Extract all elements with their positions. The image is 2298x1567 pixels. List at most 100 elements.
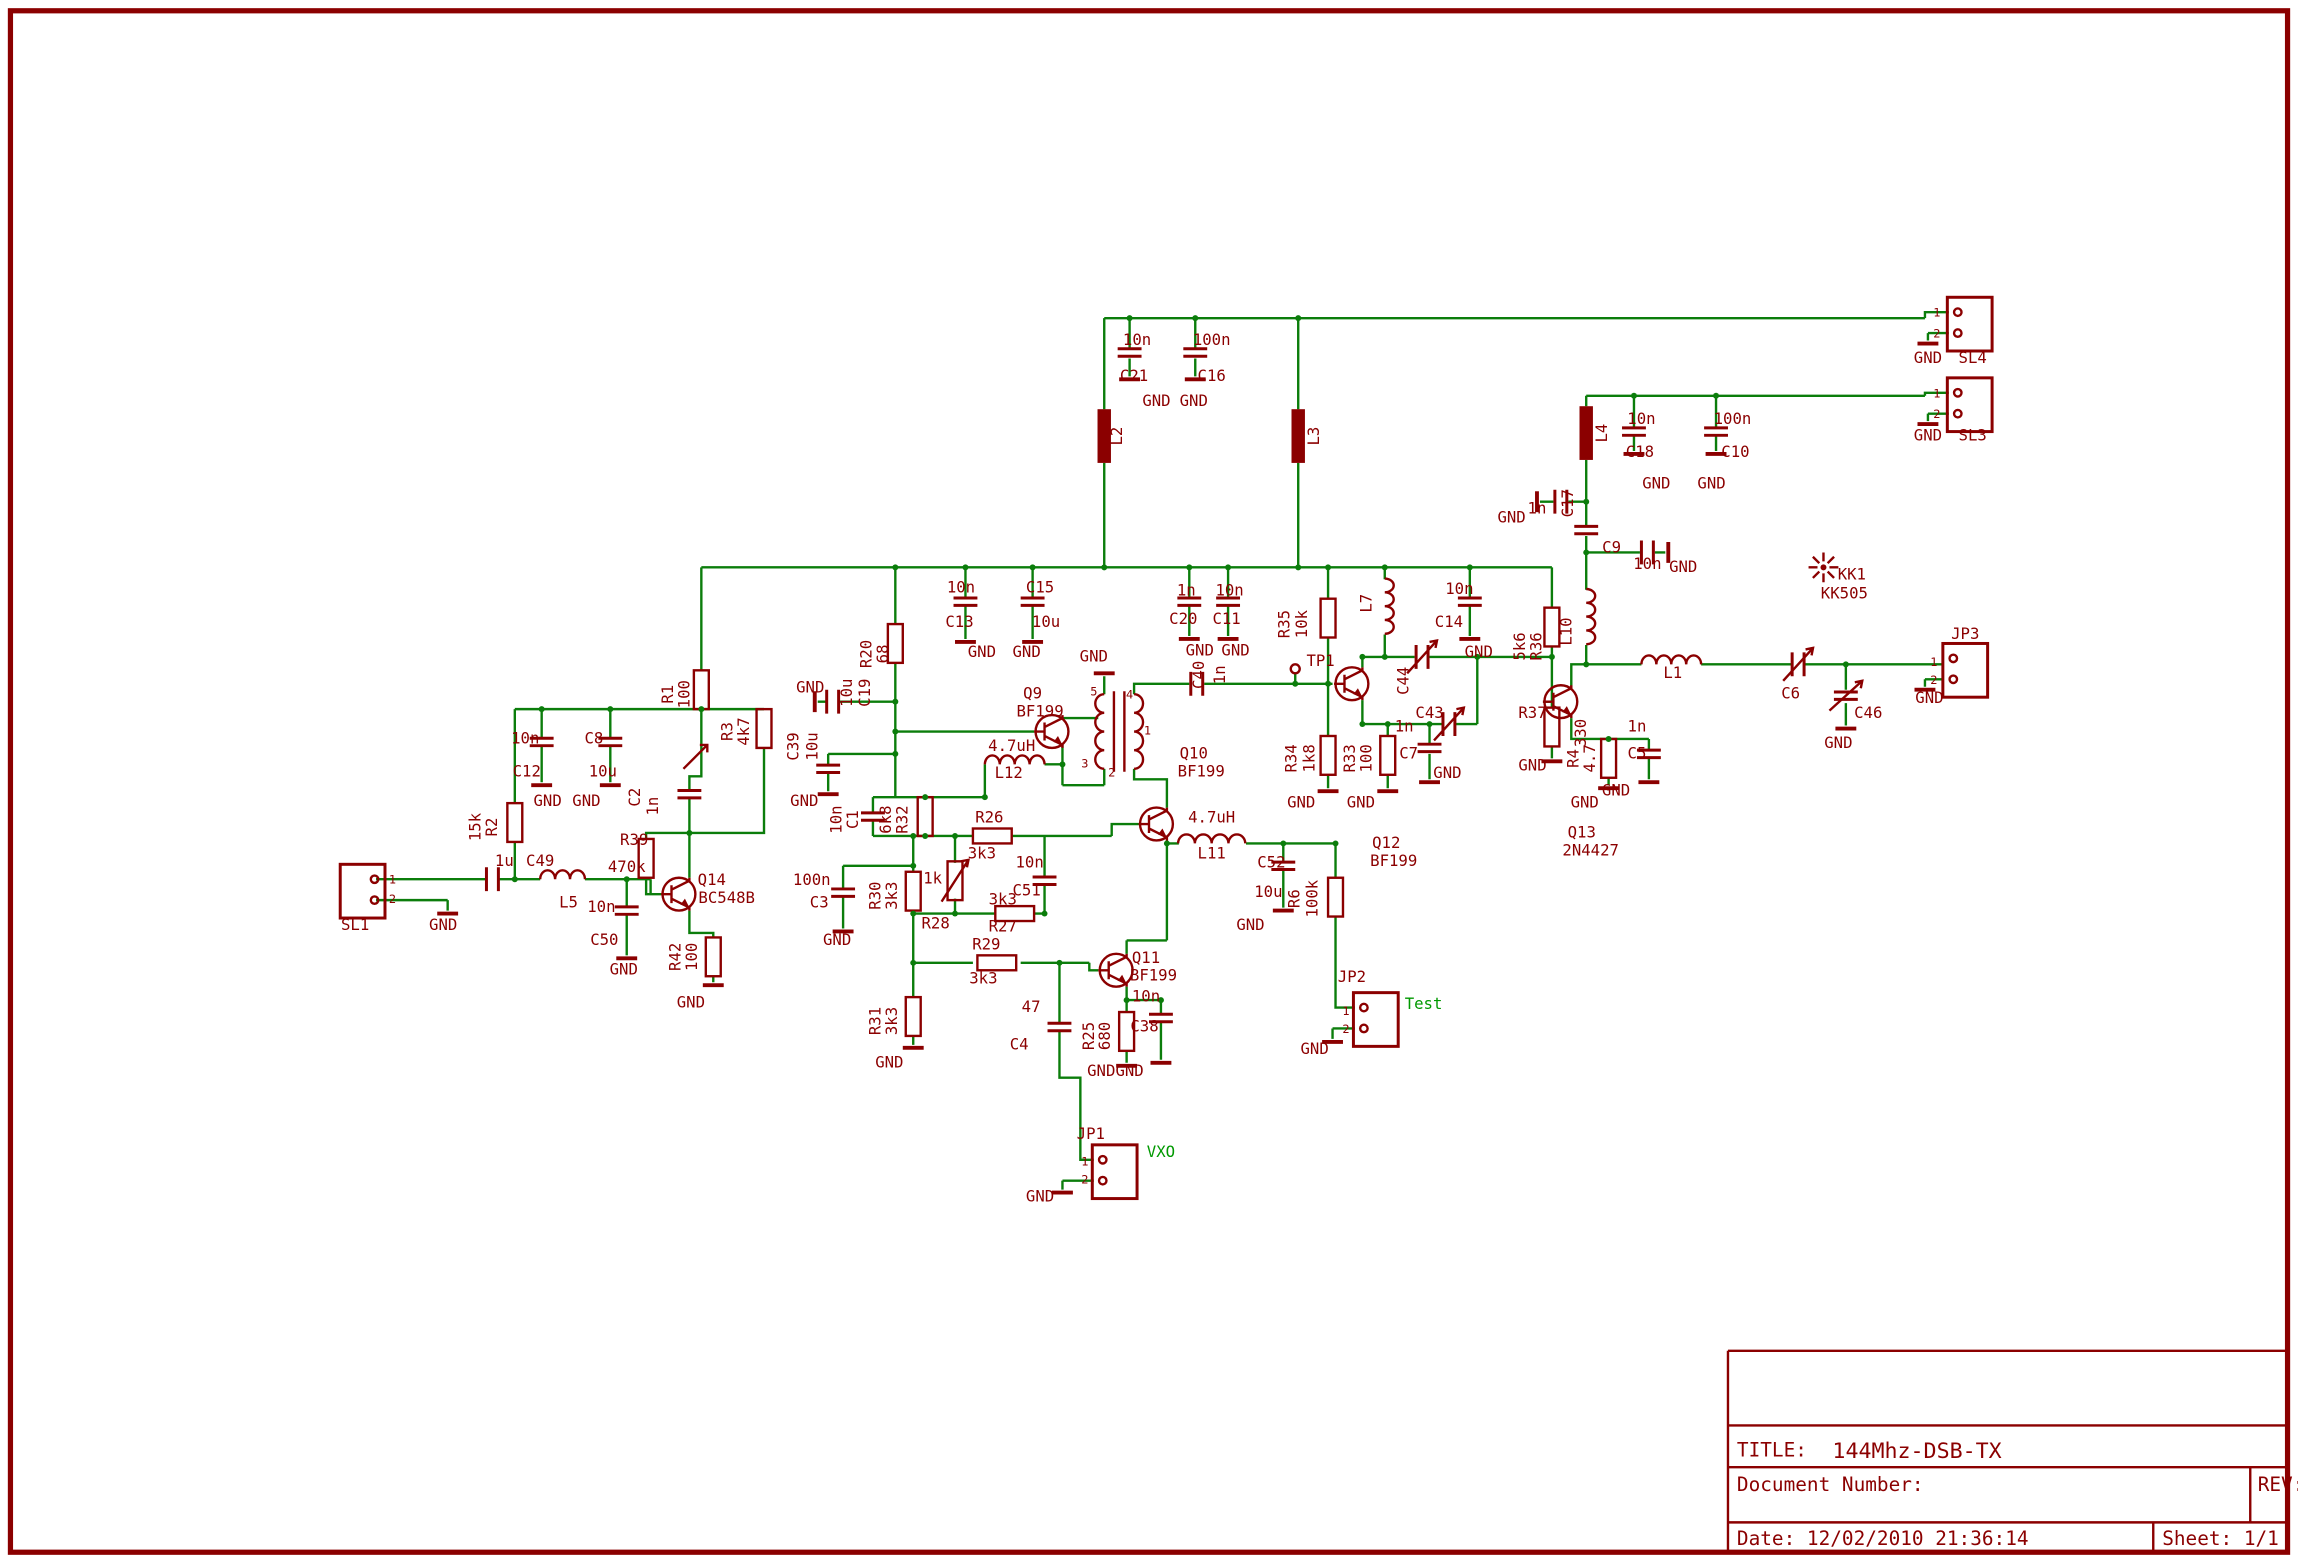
emitter-arrow-icon (1117, 974, 1127, 984)
connector-symbol (1351, 991, 1400, 1048)
schematic-label: C10 (1721, 442, 1749, 461)
junction-dots (511, 315, 1849, 1004)
title-block: TITLE: 144Mhz-DSB-TX Document Number: RE… (1726, 1349, 2298, 1553)
junction-dot (1292, 680, 1299, 687)
schematic-label: C2 (625, 788, 644, 807)
schematic-label: JP3 (1951, 624, 1979, 643)
connector-pin (1358, 1023, 1369, 1034)
schematic-label: GND (1186, 640, 1214, 659)
schematic-label: 47 (1022, 997, 1041, 1016)
schematic-label: R25 (1079, 1022, 1098, 1050)
schematic-label: GND (429, 915, 457, 934)
junction-dot (892, 698, 899, 705)
schematic-label: 1 (1081, 1155, 1088, 1169)
schematic-label: C14 (1435, 612, 1463, 631)
junction-dot (1583, 498, 1590, 505)
schematic-label: R30 (865, 882, 884, 910)
schematic-label: L3 (1304, 427, 1323, 446)
schematic-label: 4 (1126, 688, 1133, 702)
schematic-label: R27 (989, 916, 1017, 935)
schematic-label: L10 (1556, 617, 1575, 645)
schematic-label: 4k7 (734, 717, 753, 745)
wire-net (376, 567, 766, 983)
capacitor-symbol (484, 867, 500, 892)
connector-pin (1952, 408, 1963, 419)
junction-dot (1381, 653, 1388, 660)
schematic-label: GND (1012, 642, 1040, 661)
emitter-arrow-icon (680, 898, 690, 908)
schematic-label: R29 (972, 934, 1000, 953)
schematic-label: L12 (995, 763, 1023, 782)
resistor-symbol (904, 870, 922, 912)
junction-dot (1548, 653, 1555, 660)
connector-symbol (1941, 641, 1990, 699)
transistor-leads (1034, 715, 1064, 748)
connector-pin (1952, 328, 1963, 339)
heatsink-symbol (1808, 552, 1839, 583)
resistor-symbol (1599, 737, 1618, 779)
schematic-label: BF199 (1178, 761, 1225, 780)
date-value: Date: 12/02/2010 21:36:14 (1737, 1527, 2029, 1550)
capacitor-symbol (1457, 596, 1482, 607)
schematic-label: 10n (1633, 554, 1661, 573)
ground-symbols (437, 341, 1939, 1195)
schematic-label: C40 (1189, 661, 1208, 689)
capacitor-symbol (1639, 540, 1655, 565)
schematic-label: 10n (947, 578, 975, 597)
capacitor-symbol (861, 811, 885, 822)
connector-symbol (1090, 1143, 1139, 1201)
adjust-arrow-icon (682, 743, 709, 770)
schematic-label: 100n (793, 870, 831, 889)
capacitor-symbol (1622, 426, 1646, 437)
schematic-label: GND (875, 1052, 903, 1071)
resistor-symbol (755, 707, 773, 750)
capacitor-symbol (614, 905, 639, 916)
schematic-label: 470k (608, 857, 646, 876)
junction-dot (1426, 721, 1433, 728)
junction-dot (1583, 549, 1590, 556)
junction-dot (1332, 840, 1339, 847)
junction-dot (1384, 721, 1391, 728)
schematic-label: VXO (1147, 1142, 1175, 1161)
resistor-symbol (1326, 876, 1345, 918)
capacitor-symbol (1047, 1021, 1072, 1033)
connector-pin (1952, 387, 1963, 398)
schematic-label: L4 (1592, 424, 1611, 443)
schematic-label: Q12 (1372, 833, 1400, 852)
emitter-arrow-icon (1157, 828, 1167, 838)
title-label: TITLE: (1737, 1439, 1807, 1462)
junction-dot (1381, 564, 1388, 571)
sheet-value: Sheet: 1/1 (2162, 1527, 2279, 1550)
schematic-label: C49 (526, 851, 554, 870)
schematic-label: GND (1465, 642, 1493, 661)
connector-pin (369, 874, 380, 885)
schematic-label: BF199 (1130, 966, 1177, 985)
schematic-label: SL3 (1959, 426, 1987, 445)
schematic-label: R28 (921, 913, 949, 932)
schematic-label: 10k (1292, 609, 1311, 638)
schematic-label: 2 (1933, 327, 1940, 341)
schematic-label: GND (610, 960, 638, 979)
junction-dot (1041, 910, 1048, 917)
transistor-leads (1334, 667, 1364, 701)
title-block-frame (1726, 1349, 2288, 1553)
capacitor-symbol (1417, 742, 1442, 754)
schematic-label: 3k3 (968, 843, 996, 862)
junction-dot (1029, 564, 1036, 571)
heatsink-center (1820, 564, 1827, 571)
schematic-label: 100k (1303, 879, 1322, 917)
schematic-label: GND (1824, 733, 1852, 752)
schematic-label: C5 (1628, 743, 1647, 762)
emitter-arrow-icon (1353, 688, 1363, 698)
schematic-label: 1n (1628, 717, 1647, 736)
schematic-label: 100 (1356, 744, 1375, 772)
junction-dot (1186, 564, 1193, 571)
schematic-label: C39 (783, 732, 802, 760)
junction-dot (981, 794, 988, 801)
schematic-label: GND (1287, 793, 1315, 812)
schematic-label: 1n (1395, 717, 1414, 736)
inductor-symbol (1097, 409, 1111, 463)
capacitor-symbol (1117, 347, 1142, 358)
schematic-label: 2 (1933, 407, 1940, 421)
